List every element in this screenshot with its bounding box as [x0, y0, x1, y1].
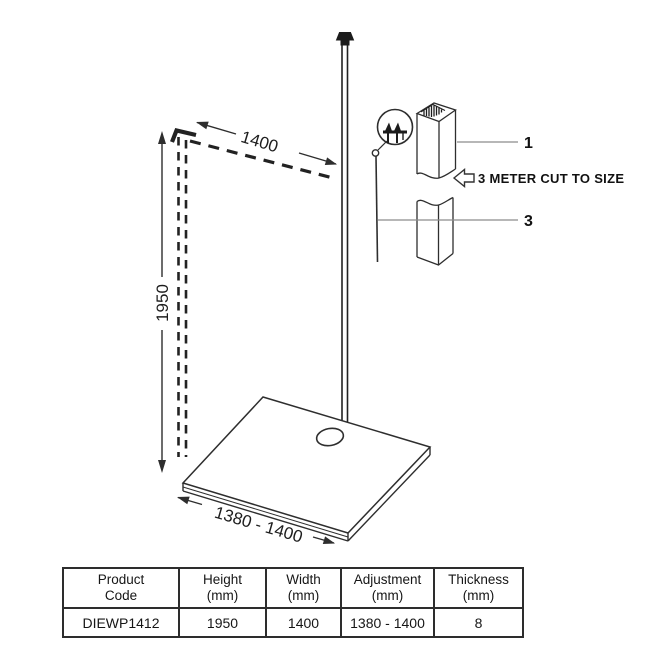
header-line1: Product [97, 572, 145, 588]
col-header-adjustment: Adjustment (mm) [340, 567, 435, 609]
cut-to-size-note: 3 METER CUT TO SIZE [452, 168, 624, 188]
glass-panel-dashed-outline [170, 128, 338, 457]
arrowhead-upper-left [177, 496, 190, 505]
arrowhead-lower-right [322, 536, 335, 544]
cut-note-text: 3 METER CUT TO SIZE [478, 171, 624, 186]
height-dimension-label: 1950 [153, 284, 172, 322]
arrowhead-upper-left [196, 121, 209, 130]
cell-height: 1950 [178, 607, 267, 638]
seal-hatching [420, 103, 446, 117]
spec-table-section: Product Code Height (mm) Width (mm) Adju… [62, 567, 524, 638]
arrowhead-lower-right [324, 157, 337, 165]
spec-table: Product Code Height (mm) Width (mm) Adju… [62, 567, 524, 638]
seal-strip-line [375, 156, 379, 263]
header-line2: (mm) [371, 588, 404, 603]
spec-table-data-row: DIEWP1412 1950 1400 1380 - 1400 8 [62, 607, 524, 638]
channel-profile-lower [416, 196, 454, 266]
dimension-height: 1950 [153, 131, 172, 473]
cell-adjustment: 1380 - 1400 [340, 607, 435, 638]
pole-top-cap [335, 32, 355, 46]
col-header-width: Width (mm) [265, 567, 342, 609]
arrowhead-down [158, 460, 166, 473]
seal-cross-section-icon [383, 122, 407, 143]
col-header-thickness: Thickness (mm) [433, 567, 524, 609]
cell-width: 1400 [265, 607, 342, 638]
header-line1: Height [202, 572, 243, 588]
part-3-label: 3 [524, 213, 533, 230]
shower-tray [181, 396, 432, 542]
cell-product-code: DIEWP1412 [62, 607, 180, 638]
spec-table-header-row: Product Code Height (mm) Width (mm) Adju… [62, 567, 524, 609]
magnifier-detail [371, 108, 414, 263]
dimension-width: 1400 [196, 121, 337, 165]
col-header-height: Height (mm) [178, 567, 267, 609]
col-header-product-code: Product Code [62, 567, 180, 609]
magnifier-circle-icon [376, 108, 414, 146]
part-1-label: 1 [524, 135, 533, 152]
header-line2: (mm) [462, 588, 495, 603]
header-line2: (mm) [206, 588, 239, 603]
left-outline-arrow-icon [452, 168, 475, 188]
width-dimension-label: 1400 [239, 127, 281, 156]
wall-profile-top-bracket [170, 128, 197, 143]
header-line1: Thickness [448, 572, 509, 588]
header-line1: Adjustment [353, 572, 422, 588]
cell-thickness: 8 [433, 607, 524, 638]
header-line1: Width [286, 572, 321, 588]
tray-drain-hole [315, 427, 345, 447]
arrowhead-up [158, 131, 166, 144]
channel-profile-upper [415, 102, 457, 179]
leader-end-circle [371, 149, 380, 157]
callout-part-3: 3 [378, 213, 533, 230]
header-line2: Code [104, 588, 138, 603]
callout-part-1: 1 [457, 135, 533, 152]
header-line2: (mm) [287, 588, 320, 603]
